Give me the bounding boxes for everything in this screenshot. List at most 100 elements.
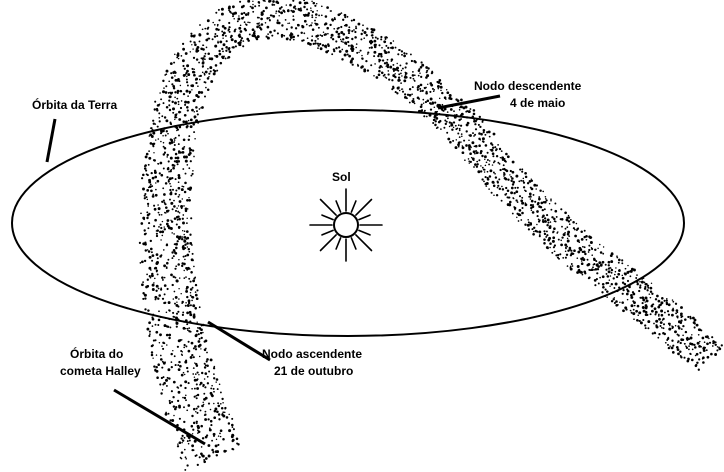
comet-dust-dot — [329, 24, 331, 26]
comet-dust-dot — [170, 191, 172, 193]
comet-dust-dot — [177, 311, 179, 313]
comet-dust-dot — [395, 47, 397, 49]
comet-dust-dot — [192, 304, 195, 307]
comet-dust-dot — [269, 17, 271, 19]
comet-dust-dot — [423, 102, 424, 103]
comet-dust-dot — [432, 122, 434, 124]
sun-ray — [351, 238, 356, 249]
comet-dust-dot — [177, 443, 179, 445]
comet-dust-dot — [301, 25, 304, 28]
comet-dust-dot — [473, 135, 475, 137]
comet-dust-dot — [170, 157, 173, 160]
comet-dust-dot — [497, 144, 499, 146]
comet-dust-dot — [183, 421, 185, 423]
comet-dust-dot — [462, 151, 465, 154]
comet-dust-dot — [485, 185, 487, 187]
comet-dust-dot — [213, 377, 215, 379]
comet-dust-dot — [306, 24, 308, 26]
comet-dust-dot — [162, 389, 163, 390]
comet-dust-dot — [186, 230, 189, 233]
comet-dust-dot — [232, 12, 235, 15]
comet-dust-dot — [488, 163, 490, 165]
comet-dust-dot — [307, 3, 308, 4]
comet-dust-dot — [492, 164, 493, 165]
comet-dust-dot — [193, 278, 195, 280]
comet-dust-dot — [196, 46, 199, 49]
comet-dust-dot — [166, 312, 168, 314]
comet-dust-dot — [402, 68, 404, 70]
comet-dust-dot — [190, 51, 191, 52]
comet-dust-dot — [655, 311, 658, 314]
comet-dust-dot — [164, 202, 166, 204]
comet-dust-dot — [191, 354, 193, 356]
comet-dust-dot — [702, 358, 704, 360]
comet-dust-dot — [196, 408, 198, 410]
comet-dust-dot — [657, 337, 659, 339]
comet-dust-dot — [577, 265, 580, 268]
comet-dust-dot — [455, 125, 457, 127]
comet-dust-dot — [195, 79, 197, 81]
comet-dust-dot — [180, 91, 182, 93]
comet-dust-dot — [538, 196, 540, 198]
comet-dust-dot — [560, 240, 562, 242]
comet-dust-dot — [538, 199, 540, 201]
comet-dust-dot — [626, 293, 629, 296]
comet-dust-dot — [315, 13, 318, 16]
comet-dust-dot — [521, 212, 524, 215]
comet-dust-dot — [609, 285, 610, 286]
comet-dust-dot — [631, 312, 633, 314]
comet-dust-dot — [532, 206, 535, 209]
comet-dust-dot — [191, 415, 193, 417]
comet-dust-dot — [204, 340, 206, 342]
comet-dust-dot — [178, 405, 181, 408]
comet-dust-dot — [487, 152, 489, 154]
comet-dust-dot — [167, 288, 169, 290]
comet-dust-dot — [156, 261, 159, 264]
comet-dust-dot — [228, 49, 229, 50]
comet-dust-dot — [185, 208, 188, 211]
comet-dust-dot — [588, 277, 590, 279]
comet-dust-dot — [367, 69, 369, 71]
comet-dust-dot — [160, 358, 163, 361]
comet-dust-dot — [607, 282, 609, 284]
comet-dust-dot — [277, 2, 279, 4]
comet-dust-dot — [299, 1, 302, 4]
comet-dust-dot — [553, 246, 555, 248]
comet-dust-dot — [204, 378, 206, 380]
comet-dust-dot — [179, 277, 180, 278]
comet-dust-dot — [221, 48, 223, 50]
comet-dust-dot — [380, 55, 382, 57]
comet-dust-dot — [399, 49, 401, 51]
comet-dust-dot — [207, 19, 210, 22]
comet-dust-dot — [152, 325, 154, 327]
comet-dust-dot — [178, 58, 179, 59]
ascending-node-label: Nodo ascendente — [262, 347, 362, 361]
comet-dust-dot — [152, 143, 155, 146]
comet-dust-dot — [164, 293, 166, 295]
comet-dust-dot — [430, 84, 433, 87]
comet-dust-dot — [236, 438, 239, 441]
comet-dust-dot — [543, 230, 545, 232]
comet-dust-dot — [167, 259, 169, 261]
comet-dust-dot — [175, 243, 178, 246]
comet-dust-dot — [421, 104, 423, 106]
comet-dust-dot — [165, 379, 168, 382]
comet-dust-dot — [162, 279, 164, 281]
comet-dust-dot — [332, 38, 334, 40]
comet-dust-dot — [440, 86, 443, 89]
comet-dust-dot — [615, 283, 618, 286]
comet-dust-dot — [194, 396, 196, 398]
comet-dust-dot — [219, 53, 222, 56]
comet-dust-dot — [348, 29, 351, 32]
comet-dust-dot — [151, 260, 153, 262]
comet-dust-dot — [327, 45, 330, 48]
comet-dust-dot — [148, 222, 150, 224]
comet-dust-dot — [193, 313, 195, 315]
comet-dust-dot — [669, 325, 671, 327]
comet-dust-dot — [544, 208, 546, 210]
comet-dust-dot — [612, 253, 614, 255]
comet-dust-dot — [170, 138, 172, 140]
comet-dust-dot — [536, 210, 539, 213]
comet-dust-dot — [222, 57, 224, 59]
comet-dust-dot — [213, 388, 215, 390]
